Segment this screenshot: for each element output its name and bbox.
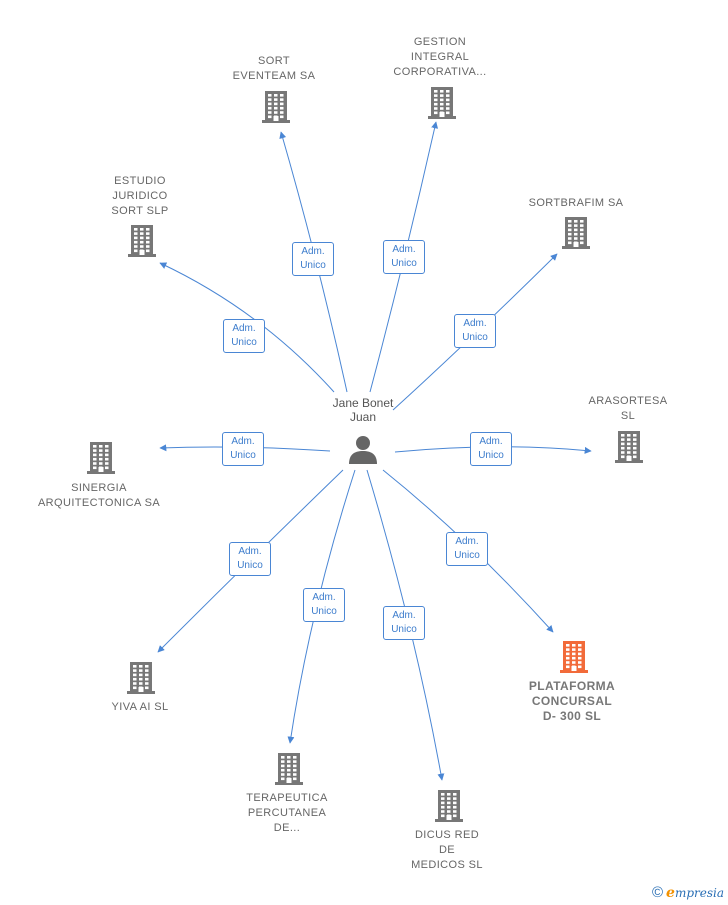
person-icon bbox=[349, 436, 377, 464]
building-icon bbox=[562, 217, 590, 249]
company-label-dicus[interactable]: DICUS RED DE MEDICOS SL bbox=[411, 829, 483, 871]
building-icon bbox=[127, 662, 155, 694]
building-icon bbox=[262, 91, 290, 123]
company-node-dicus[interactable] bbox=[433, 788, 465, 827]
building-icon bbox=[128, 225, 156, 257]
building-icon bbox=[615, 431, 643, 463]
building-icon bbox=[560, 641, 588, 673]
company-label-arasortesa[interactable]: ARASORTESA SL bbox=[588, 395, 668, 422]
relation-label-sinergia[interactable]: Adm. Unico bbox=[222, 432, 264, 466]
center-person[interactable] bbox=[348, 434, 378, 464]
relation-label-sortbrafim[interactable]: Adm. Unico bbox=[454, 314, 496, 348]
center-person-label: Jane Bonet Juan bbox=[332, 396, 394, 424]
relation-label-sort-eventeam[interactable]: Adm. Unico bbox=[292, 242, 334, 276]
relation-label-yiva[interactable]: Adm. Unico bbox=[229, 542, 271, 576]
brand-logo: empresia bbox=[666, 884, 724, 901]
copyright-icon: © bbox=[651, 884, 664, 901]
company-label-sort-eventeam[interactable]: SORT EVENTEAM SA bbox=[232, 55, 316, 82]
company-label-estudio-juridico[interactable]: ESTUDIO JURIDICO SORT SLP bbox=[111, 175, 169, 217]
building-icon bbox=[275, 753, 303, 785]
company-node-plataforma[interactable] bbox=[558, 639, 590, 678]
company-node-yiva[interactable] bbox=[125, 660, 157, 699]
company-node-terapeutica[interactable] bbox=[273, 751, 305, 790]
company-label-sinergia[interactable]: SINERGIA ARQUITECTONICA SA bbox=[37, 482, 161, 509]
company-node-sortbrafim[interactable] bbox=[560, 215, 592, 254]
edge-estudio-juridico bbox=[159, 262, 335, 393]
company-label-plataforma[interactable]: PLATAFORMA CONCURSAL D- 300 SL bbox=[528, 679, 616, 723]
company-label-terapeutica[interactable]: TERAPEUTICA PERCUTANEA DE... bbox=[246, 792, 328, 834]
building-icon bbox=[87, 442, 115, 474]
relation-label-plataforma[interactable]: Adm. Unico bbox=[446, 532, 488, 566]
footer-brand: © empresia bbox=[652, 884, 724, 901]
building-icon bbox=[428, 87, 456, 119]
relation-label-dicus[interactable]: Adm. Unico bbox=[383, 606, 425, 640]
relation-label-gestion-integral[interactable]: Adm. Unico bbox=[383, 240, 425, 274]
relation-label-estudio-juridico[interactable]: Adm. Unico bbox=[223, 319, 265, 353]
company-node-sinergia[interactable] bbox=[85, 440, 117, 479]
company-node-estudio-juridico[interactable] bbox=[126, 223, 158, 262]
company-node-arasortesa[interactable] bbox=[613, 429, 645, 468]
company-label-gestion-integral[interactable]: GESTION INTEGRAL CORPORATIVA... bbox=[393, 36, 487, 78]
relation-label-terapeutica[interactable]: Adm. Unico bbox=[303, 588, 345, 622]
relation-label-arasortesa[interactable]: Adm. Unico bbox=[470, 432, 512, 466]
company-label-yiva[interactable]: YIVA AI SL bbox=[111, 701, 169, 713]
company-node-gestion-integral[interactable] bbox=[426, 85, 458, 124]
building-icon bbox=[435, 790, 463, 822]
company-label-sortbrafim[interactable]: SORTBRAFIM SA bbox=[528, 197, 624, 209]
company-node-sort-eventeam[interactable] bbox=[260, 89, 292, 128]
